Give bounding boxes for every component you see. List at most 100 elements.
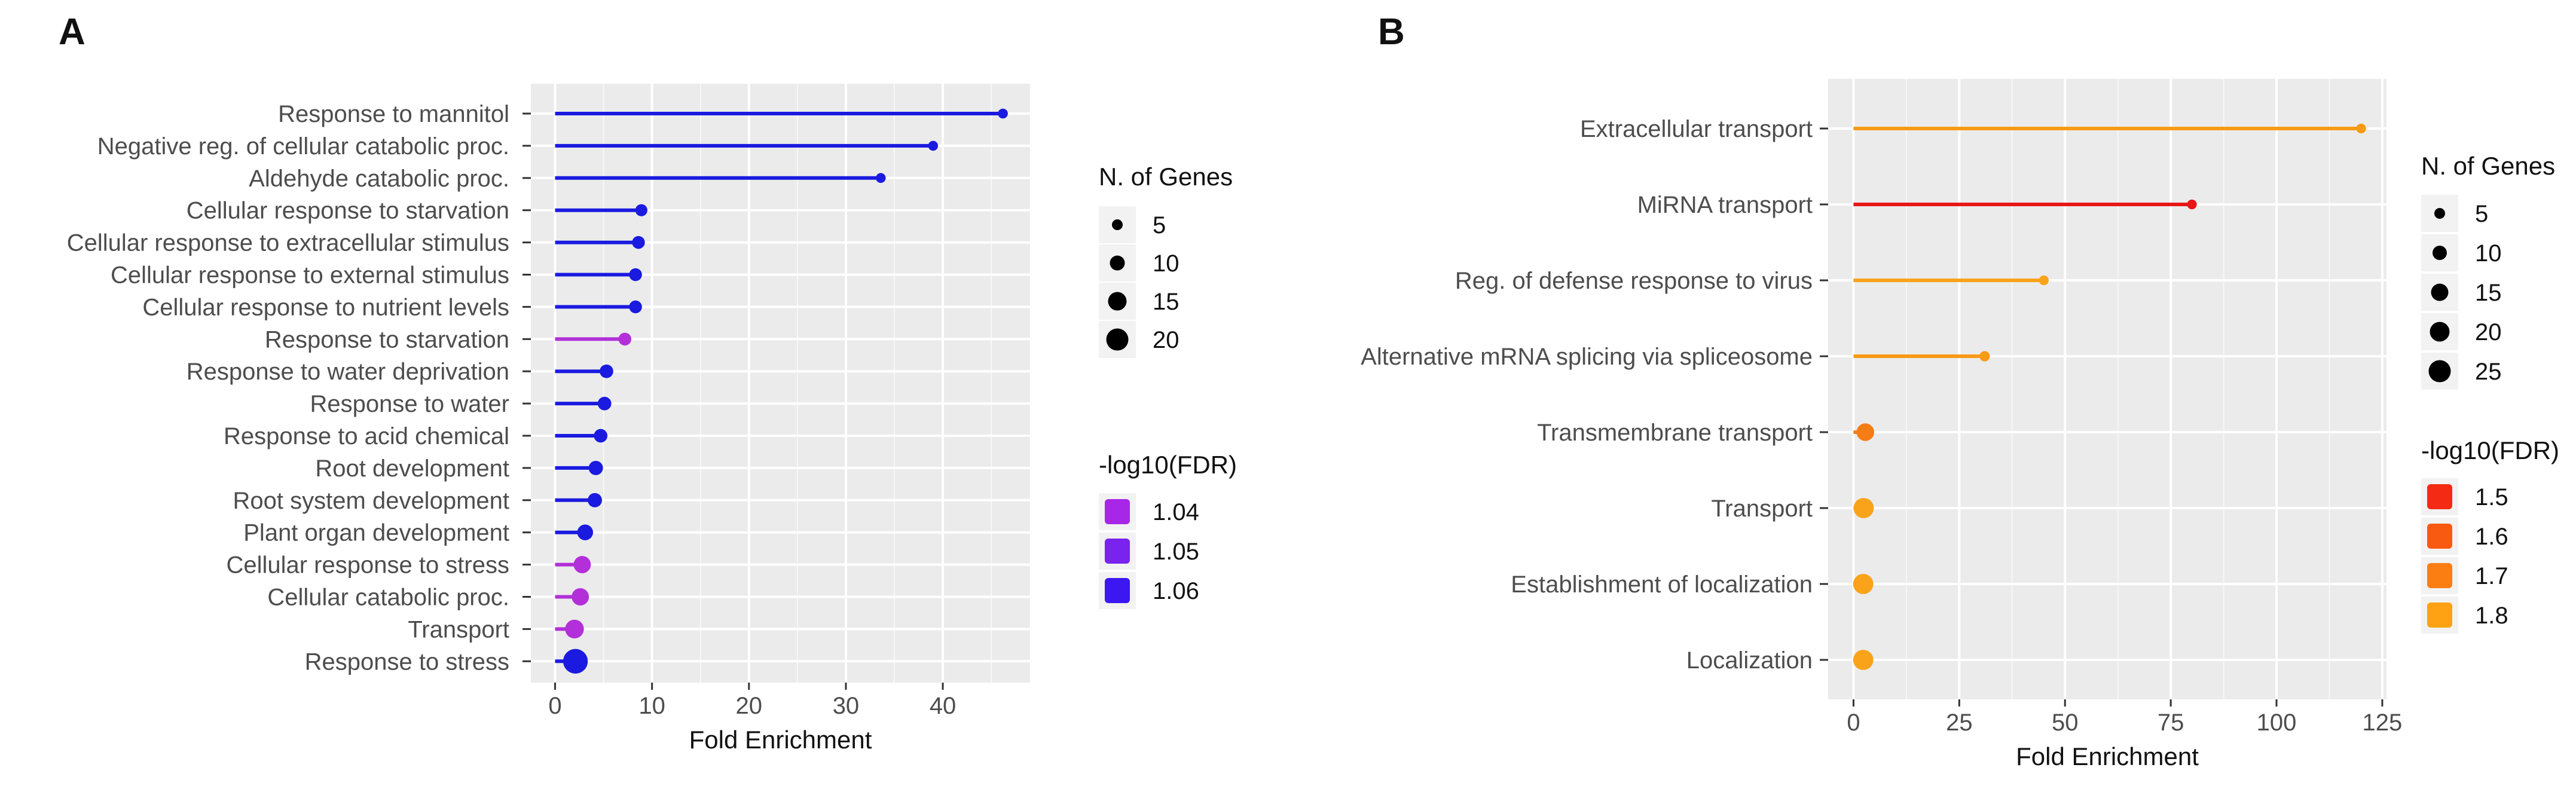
panel-a-lollipop-point — [565, 619, 584, 639]
panel-a-size-legend-dot — [1106, 328, 1129, 351]
panel-a-size-legend-label: 5 — [1153, 212, 1166, 238]
panel-b-color-legend-swatch — [2427, 603, 2452, 628]
panel-a-lollipop-point — [588, 493, 602, 507]
panel-a-color-legend-swatch — [1105, 578, 1130, 603]
panel-a-category-label: Aldehyde catabolic proc. — [249, 166, 509, 192]
panel-a-category-label: Transport — [408, 616, 509, 643]
panel-b-color-legend-label: 1.5 — [2475, 484, 2508, 510]
panel-a-color-legend-swatch — [1105, 499, 1130, 524]
panel-b-color-legend-label: 1.6 — [2475, 524, 2508, 550]
panel-a-category-label: Response to starvation — [265, 326, 509, 353]
panel-a-size-legend-label: 10 — [1153, 250, 1179, 277]
panel-a-lollipop-point — [577, 524, 593, 540]
panel-label-a: A — [59, 11, 85, 53]
panel-b-category-label: Transmembrane transport — [1537, 420, 1813, 446]
panel-b-plot-background — [1828, 79, 2386, 699]
panel-a-color-legend-swatch — [1105, 539, 1130, 564]
panel-a-lollipop-point — [928, 140, 939, 151]
panel-a-category-label: Cellular response to external stimulus — [111, 262, 509, 289]
panel-b-category-label: MiRNA transport — [1637, 192, 1813, 218]
panel-a-lollipop-point — [632, 236, 645, 249]
panel-a-color-legend-label: 1.05 — [1153, 539, 1199, 565]
panel-b-color-legend-swatch — [2427, 484, 2452, 509]
panel-a-size-legend-dot — [1112, 219, 1123, 230]
panel-a-lollipop-point — [635, 204, 647, 216]
panel-a-lollipop-point — [618, 332, 631, 346]
panel-a-lollipop-point — [594, 429, 608, 443]
panel-b-size-legend-dot — [2431, 283, 2449, 301]
panel-a-category-label: Cellular response to extracellular stimu… — [67, 230, 509, 256]
panel-b-color-legend-swatch — [2427, 524, 2452, 549]
panel-a-x-tick-label: 40 — [930, 693, 957, 719]
panel-a-category-label: Negative reg. of cellular catabolic proc… — [97, 133, 509, 160]
panel-b-lollipop-point — [1853, 650, 1874, 670]
panel-a-lollipop-point — [629, 268, 642, 282]
panel-b-x-tick-label: 0 — [1847, 710, 1860, 736]
panel-a-lollipop-point — [563, 649, 588, 674]
panel-b-size-legend-label: 5 — [2475, 201, 2488, 227]
panel-a-category-label: Response to stress — [305, 649, 509, 675]
panel-a-x-tick-label: 20 — [736, 693, 763, 719]
panel-a-x-axis-title: Fold Enrichment — [689, 726, 872, 754]
panel-b-x-tick-label: 100 — [2257, 710, 2297, 736]
panel-a-plot-background — [531, 84, 1030, 683]
panel-b-category-label: Localization — [1686, 647, 1813, 674]
panel-b-lollipop-point — [1979, 351, 1990, 362]
panel-b-size-legend-label: 10 — [2475, 240, 2502, 267]
panel-b-x-axis-title: Fold Enrichment — [2016, 742, 2199, 770]
panel-a-category-label: Plant organ development — [243, 520, 509, 546]
panel-b-category-label: Transport — [1711, 496, 1813, 522]
panel-a-category-label: Root system development — [233, 488, 509, 514]
panel-a-size-legend-dot — [1108, 292, 1127, 311]
panel-b-color-legend-label: 1.7 — [2475, 563, 2508, 589]
panel-a-lollipop-point — [600, 364, 613, 378]
panel-a-lollipop-point — [629, 300, 642, 314]
panel-b-color-legend-title: -log10(FDR) — [2421, 436, 2559, 464]
panel-a-category-label: Cellular catabolic proc. — [267, 585, 509, 611]
panel-a-category-label: Cellular response to stress — [226, 552, 509, 579]
panel-b-lollipop-point — [2187, 199, 2197, 210]
panel-a-category-label: Response to mannitol — [278, 101, 509, 127]
panel-a-size-legend-title: N. of Genes — [1099, 163, 1233, 191]
panel-b-category-label: Extracellular transport — [1580, 116, 1813, 142]
panel-b-size-legend-label: 20 — [2475, 319, 2502, 345]
panel-b-x-tick-label: 75 — [2158, 710, 2184, 736]
panel-b-color-legend-label: 1.8 — [2475, 603, 2508, 629]
panel-b-size-legend-dot — [2428, 360, 2451, 383]
panel-b-lollipop-point — [1856, 423, 1874, 441]
panel-a-category-label: Response to water deprivation — [187, 359, 509, 385]
panel-b-size-legend-label: 25 — [2475, 359, 2502, 385]
panel-b-size-legend-title: N. of Genes — [2421, 152, 2555, 180]
panel-a-size-legend-dot — [1110, 255, 1125, 271]
panel-a-category-label: Cellular response to starvation — [187, 198, 509, 224]
panel-a-color-legend-label: 1.04 — [1153, 499, 1199, 525]
panel-b-category-label: Establishment of localization — [1511, 571, 1813, 598]
panel-label-b: B — [1378, 11, 1405, 53]
panel-b-size-legend-dot — [2430, 322, 2450, 342]
panel-b-lollipop-point — [1853, 498, 1874, 518]
panel-b-size-legend-label: 15 — [2475, 280, 2502, 306]
panel-a-size-legend-label: 20 — [1153, 327, 1179, 353]
panel-a-lollipop-point — [573, 556, 591, 574]
panel-b-x-tick-label: 25 — [1946, 710, 1973, 736]
panel-b-x-tick-label: 50 — [2052, 710, 2079, 736]
panel-b-lollipop-point — [1853, 574, 1874, 594]
panel-b-size-legend-dot — [2434, 208, 2445, 219]
panel-a-x-tick-label: 30 — [833, 693, 860, 719]
panel-a-category-label: Response to water — [310, 391, 509, 417]
panel-a-color-legend-label: 1.06 — [1153, 578, 1199, 604]
panel-a-lollipop-point — [588, 460, 603, 475]
panel-b-lollipop-point — [2039, 275, 2049, 286]
panel-a-lollipop-point — [998, 108, 1008, 119]
panel-a-color-legend-title: -log10(FDR) — [1099, 451, 1237, 479]
panel-a-x-tick-label: 0 — [548, 693, 561, 719]
panel-a-size-legend-label: 15 — [1153, 289, 1179, 315]
panel-a-lollipop-point — [597, 396, 612, 411]
panel-b-size-legend-dot — [2433, 246, 2447, 260]
panel-b-category-label: Alternative mRNA splicing via spliceosom… — [1361, 344, 1813, 370]
panel-a-category-label: Response to acid chemical — [224, 423, 509, 449]
panel-a-lollipop-point — [876, 173, 886, 184]
panel-a-x-tick-label: 10 — [638, 693, 665, 719]
panel-b-lollipop-point — [2356, 123, 2366, 134]
